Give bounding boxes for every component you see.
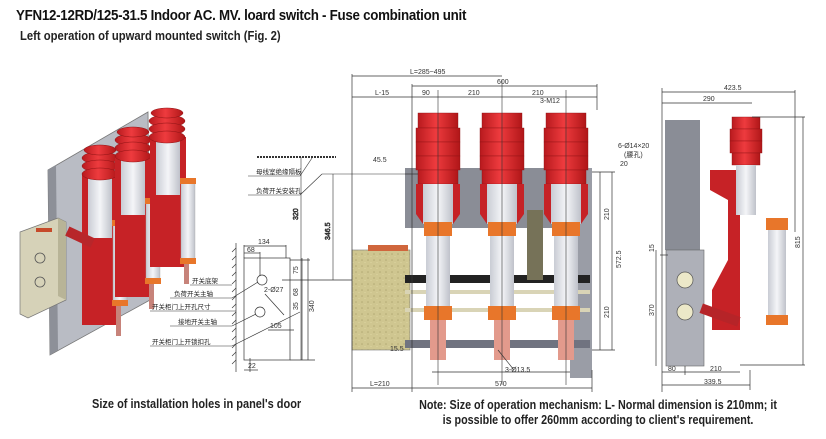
label-load-switch-shaft: 负荷开关主轴: [174, 289, 214, 298]
page-title: YFN12-12RD/125-31.5 Indoor AC. MV. loard…: [16, 8, 467, 24]
dim-L-15: L-15: [375, 90, 389, 97]
dim-339-5: 339.5: [704, 379, 722, 386]
front-pole-3: [543, 90, 589, 385]
dim-210-d: 210: [604, 306, 611, 318]
dim-210-a: 210: [468, 90, 480, 97]
dim-45-5: 45.5: [373, 157, 387, 164]
door-holes-diagram: [231, 243, 480, 372]
dim-L-210: L=210: [370, 381, 390, 388]
iso-pole-3: [148, 107, 196, 284]
dim-570: 570: [495, 381, 507, 388]
door-holes-caption: Size of installation holes in panel's do…: [92, 397, 302, 411]
dim-75: 75: [293, 266, 300, 274]
page-subtitle: Left operation of upward mounted switch …: [20, 29, 281, 43]
front-view-labels: 母线室绝缘隔板 负荷开关安装孔 320 346.5: [248, 156, 418, 360]
dim-2-phi27: 2-Ø27: [264, 287, 284, 294]
label-door-lock-hole: 开关柜门上开锁扣孔: [152, 337, 211, 346]
dim-22: 22: [248, 363, 256, 370]
front-view: L=285~495 600 L-15 90 210 210 3-M12 45.5…: [351, 69, 649, 392]
note-line-1: Note: Size of operation mechanism: L- No…: [419, 398, 777, 412]
label-busbar-insulation-partition: 母线室绝缘隔板: [256, 167, 302, 176]
label-earthing-switch-shaft: 接地开关主轴: [178, 317, 218, 326]
label-door-opening-size: 开关柜门上开孔尺寸: [152, 302, 211, 311]
dim-370: 370: [649, 304, 656, 316]
dim-6-phi14x20: 6-Ø14×20: [618, 143, 649, 150]
dim-134: 134: [258, 239, 270, 246]
iso-pole-2: [114, 126, 161, 309]
dim-90: 90: [422, 90, 430, 97]
dim-68v: 68: [293, 288, 300, 296]
dim-346-5: 346.5: [325, 222, 332, 240]
dim-20: 20: [620, 161, 628, 168]
dim-320: 320: [293, 208, 300, 220]
dim-340: 340: [309, 300, 316, 312]
dim-105: 105: [270, 323, 282, 330]
dim-815: 815: [795, 236, 802, 248]
door-hole-dimensions: 134 68 2-Ø27 105 22 75 68 35 340: [247, 239, 316, 370]
dim-L-285-495: L=285~495: [410, 69, 446, 76]
dim-290: 290: [703, 96, 715, 103]
dim-210-c: 210: [604, 208, 611, 220]
dim-80: 80: [668, 366, 676, 373]
dim-slot-hole-note: (腰孔): [624, 151, 643, 159]
isometric-unit-illustration: [19, 107, 196, 356]
dim-210-b: 210: [532, 90, 544, 97]
label-load-switch-mounting-hole: 负荷开关安装孔: [256, 186, 302, 195]
dim-423-5: 423.5: [724, 85, 742, 92]
door-hole-labels: 开关底架 负荷开关主轴 开关柜门上开孔尺寸 接地开关主轴 开关柜门上开锁扣孔: [150, 276, 301, 347]
dim-3-M12: 3-M12: [540, 98, 560, 105]
dim-68: 68: [247, 247, 255, 254]
dim-3-phi13-5: 3-Ø13.5: [505, 367, 530, 374]
dim-572-5: 572.5: [616, 250, 623, 268]
dim-600: 600: [497, 79, 509, 86]
label-switch-base: 开关底架: [192, 276, 219, 285]
side-view: 423.5 290 815 370 15 80 210 339.5: [649, 85, 805, 392]
dim-15: 15: [649, 244, 656, 252]
front-pole-1: [415, 90, 461, 385]
operation-mechanism-note: Note: Size of operation mechanism: L- No…: [378, 398, 818, 428]
note-line-2: is possible to offer 260mm according to …: [442, 413, 754, 427]
dim-35: 35: [293, 302, 300, 310]
dim-15-5: 15.5: [390, 346, 404, 353]
dim-210-side: 210: [710, 366, 722, 373]
front-pole-2: [479, 80, 525, 385]
